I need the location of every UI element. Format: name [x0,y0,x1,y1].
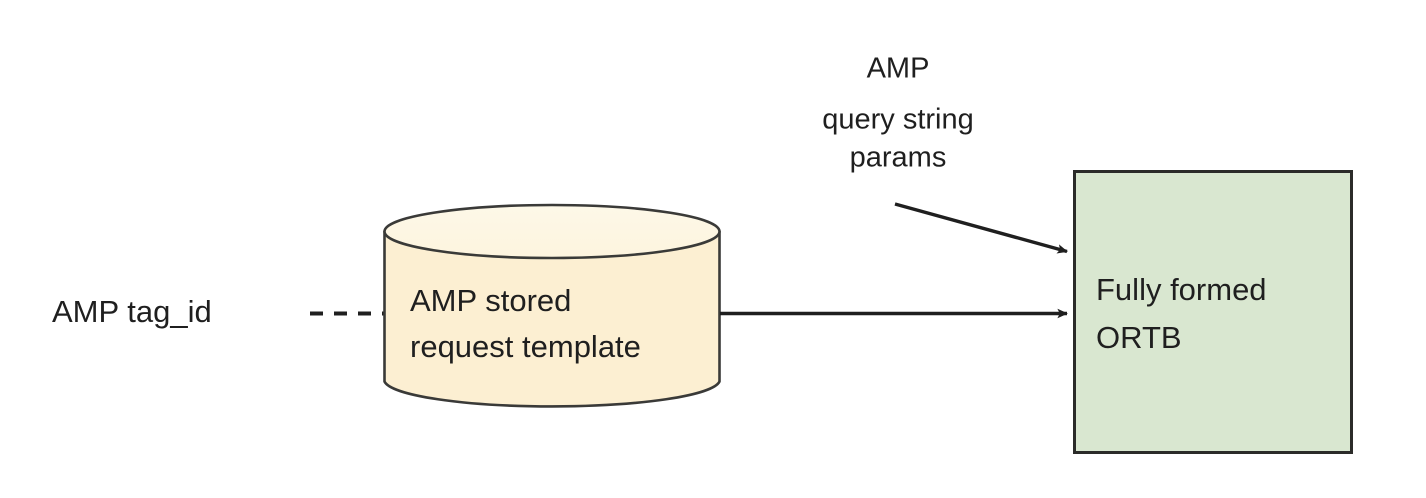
ortb-label-line2: ORTB [1096,320,1182,355]
amp-query-string-params-label: AMP query string params [822,53,974,174]
ortb-label-line1: Fully formed [1096,272,1267,307]
amp-tag-id-label: AMP tag_id [52,294,212,329]
amp-stored-request-template-node[interactable]: AMP stored request template [383,203,721,408]
cylinder-label-line2: request template [410,329,641,364]
query-params-line3: params [850,142,947,174]
cylinder-label-line1: AMP stored [410,283,571,318]
query-params-line2: query string [822,104,974,136]
ortb-box-rect [1073,170,1353,454]
diagonal-arrow-line [894,202,1068,254]
query-params-line1: AMP [867,53,930,85]
cylinder-top [383,203,721,260]
fully-formed-ortb-node[interactable]: Fully formed ORTB [1073,170,1353,454]
cylinder-body [383,230,721,408]
